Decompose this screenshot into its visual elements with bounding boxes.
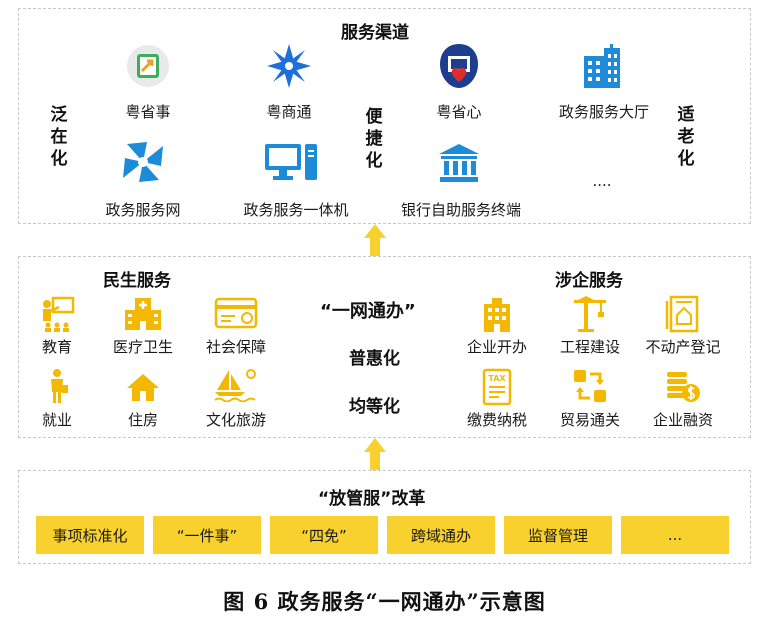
services-panel [18, 256, 751, 438]
livelihood-services-title: 民生服务 [103, 271, 171, 291]
channel-yueshengshi: 粤省事 [125, 103, 171, 121]
construction-crane-icon [572, 296, 608, 336]
service-construction: 工程建设 [559, 338, 621, 356]
channel-more: .... [592, 172, 612, 190]
employment-person-icon [45, 368, 69, 408]
up-arrow-icon [364, 224, 386, 258]
ubiquitous-tag: 泛 在 化 [50, 105, 68, 169]
reform-tag: ... [621, 516, 729, 554]
service-culture-tourism: 文化旅游 [205, 411, 267, 429]
figure-caption: 图 6 政务服务“一网通办”示意图 [223, 589, 546, 614]
sailboat-sun-icon [213, 366, 259, 406]
service-website-icon [121, 140, 165, 188]
reform-tag: “一件事” [153, 516, 261, 554]
channel-yueshengxin: 粤省心 [436, 103, 482, 121]
bank-icon [437, 142, 481, 188]
channel-service-hall: 政务服务大厅 [558, 103, 650, 121]
house-icon [126, 372, 160, 406]
property-certificate-icon [665, 295, 701, 337]
service-education: 教育 [41, 338, 73, 356]
service-enterprise-financing: 企业融资 [652, 411, 714, 429]
trade-exchange-icon [572, 368, 608, 408]
convenient-tag: 便 捷 化 [365, 107, 383, 171]
hospital-icon [124, 296, 162, 334]
channel-bank-terminal: 银行自助服务终端 [400, 201, 522, 219]
elderly-friendly-tag: 适 老 化 [677, 105, 695, 169]
self-service-terminal-icon [263, 142, 319, 188]
reform-tag: “四免” [270, 516, 378, 554]
service-tax-payment: 缴费纳税 [466, 411, 528, 429]
tax-icon-text: TAX [488, 374, 506, 383]
inclusive-label: 普惠化 [349, 349, 400, 369]
reform-tags: 事项标准化 “一件事” “四免” 跨域通办 监督管理 ... [16, 516, 736, 554]
company-building-icon [480, 296, 514, 336]
reform-tag: 监督管理 [504, 516, 612, 554]
yueshengxin-app-icon [436, 42, 482, 94]
channel-yueshangtong: 粤商通 [266, 103, 312, 121]
service-trade-customs: 贸易通关 [559, 411, 621, 429]
service-hall-building-icon [582, 44, 622, 94]
reform-title: “放管服”改革 [318, 489, 426, 509]
service-business-startup: 企业开办 [466, 338, 528, 356]
service-channels-panel [18, 8, 751, 224]
service-channels-title: 服务渠道 [341, 23, 409, 43]
service-property-registration: 不动产登记 [645, 338, 721, 356]
reform-tag: 跨域通办 [387, 516, 495, 554]
social-security-card-icon [214, 297, 258, 333]
enterprise-services-title: 涉企服务 [555, 271, 623, 291]
channel-service-website: 政务服务网 [105, 201, 181, 219]
tax-form-icon: TAX [482, 368, 512, 410]
service-employment: 就业 [41, 411, 73, 429]
service-social-security: 社会保障 [205, 338, 267, 356]
service-healthcare: 医疗卫生 [112, 338, 174, 356]
one-network-title: “一网通办” [320, 301, 416, 322]
yueshengshi-app-icon [126, 44, 170, 92]
equalized-label: 均等化 [349, 397, 400, 417]
service-housing: 住房 [127, 411, 159, 429]
up-arrow-icon [364, 438, 386, 472]
reform-tag: 事项标准化 [36, 516, 144, 554]
yueshangtong-app-icon [265, 42, 313, 94]
channel-integrated-terminal: 政务服务一体机 [243, 201, 349, 219]
coins-finance-icon [665, 368, 701, 408]
education-icon [39, 296, 75, 336]
